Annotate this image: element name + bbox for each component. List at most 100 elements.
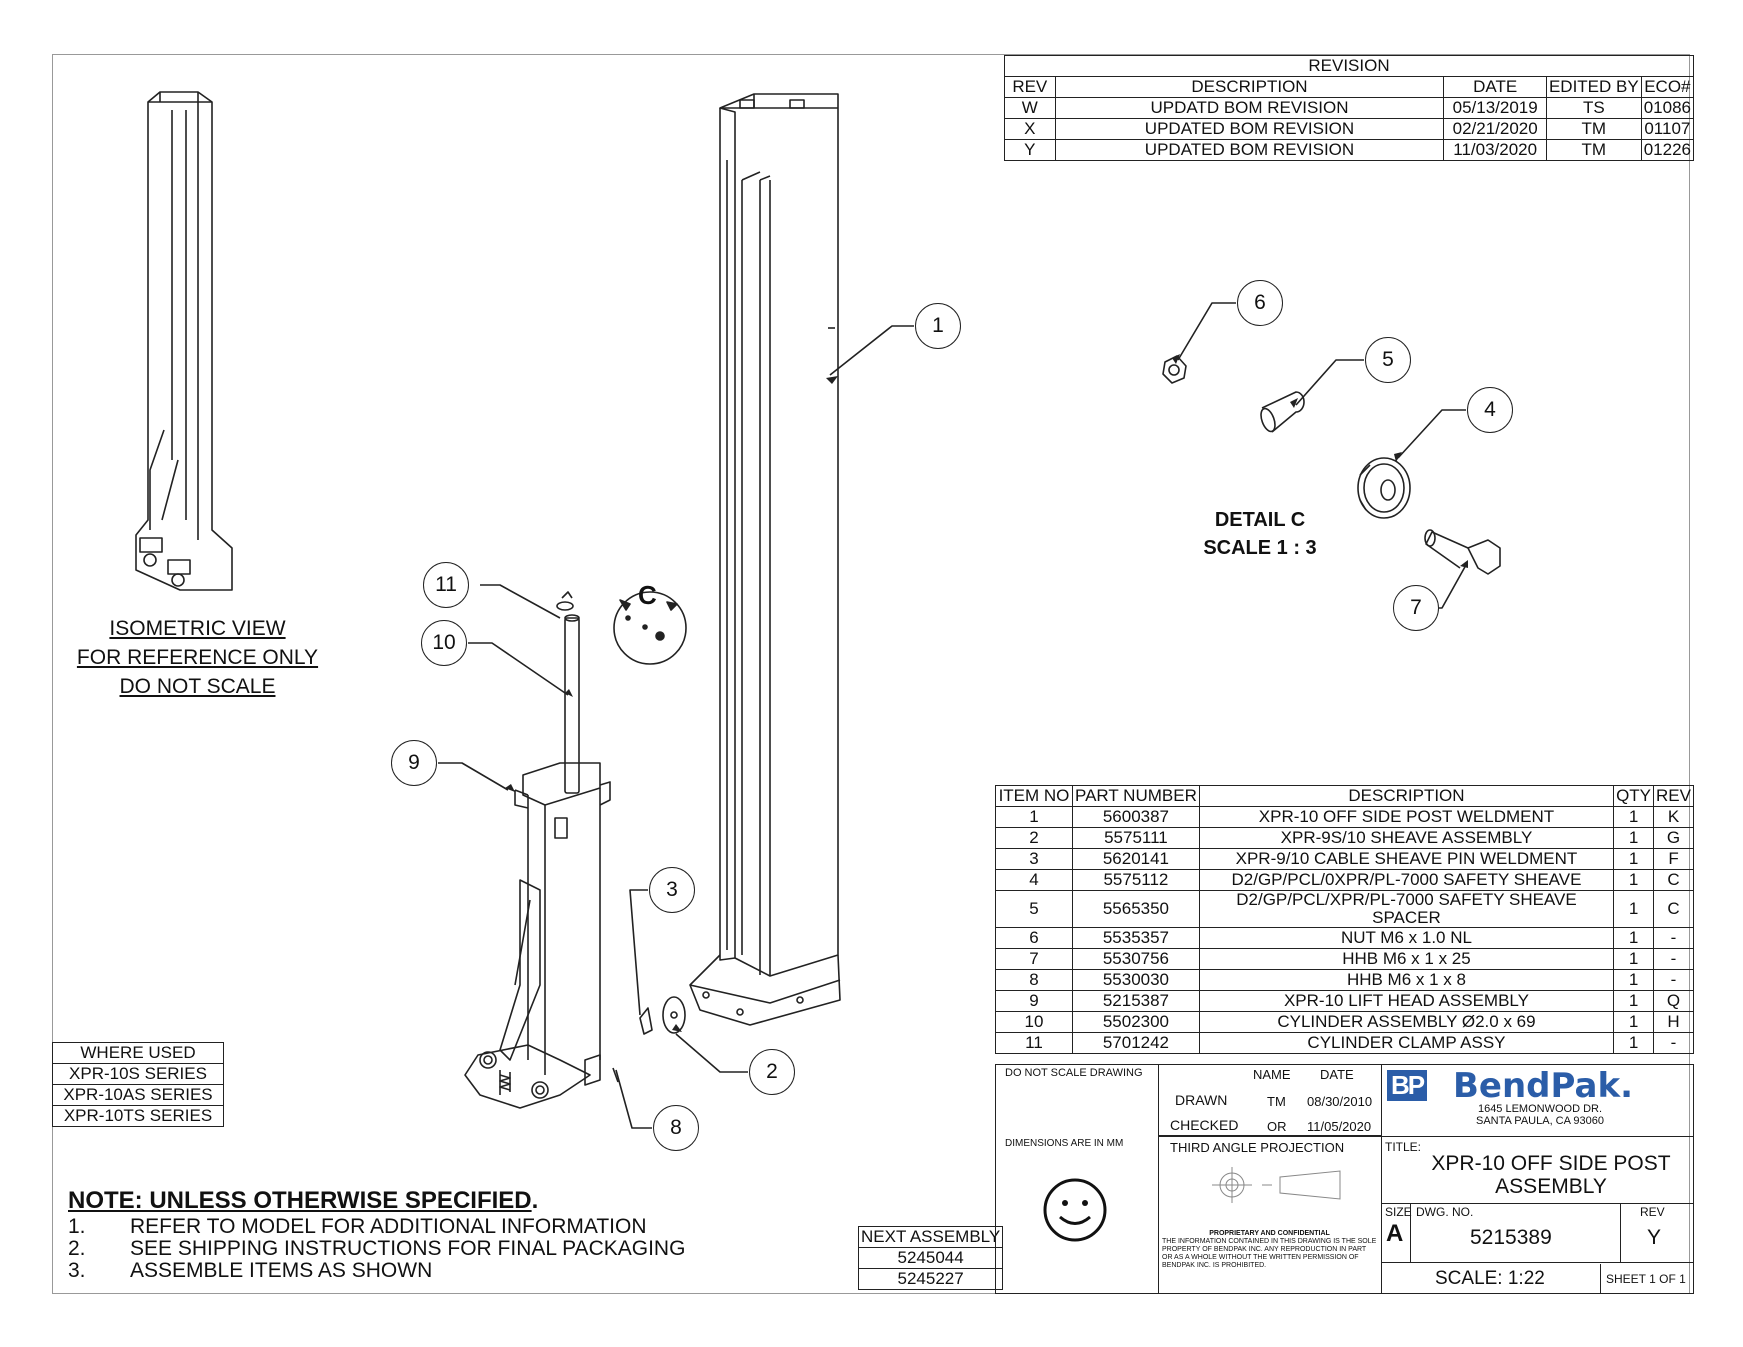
third-angle-projection-icon (1212, 1167, 1341, 1203)
revision-cell: TS (1545, 97, 1642, 119)
bom-cell: 11 (995, 1032, 1073, 1054)
bom-cell: H (1653, 1011, 1694, 1033)
bom-header: DESCRIPTION (1198, 785, 1615, 807)
bom-cell: 5575111 (1072, 827, 1200, 849)
where-used-item: XPR-10AS SERIES (52, 1084, 224, 1106)
where-used-item: XPR-10S SERIES (52, 1063, 224, 1085)
note-text: REFER TO MODEL FOR ADDITIONAL INFORMATIO… (130, 1215, 647, 1238)
bom-cell: 5530030 (1072, 969, 1200, 991)
bendpak-logo: BP BendPak. (1387, 1066, 1687, 1106)
bom-cell: 1 (1613, 927, 1655, 949)
date-label: DATE (1320, 1067, 1354, 1082)
item-balloon: 7 (1393, 585, 1439, 631)
item-balloon: 5 (1365, 337, 1411, 383)
detail-c-label: DETAIL C SCALE 1 : 3 (1180, 506, 1340, 562)
note-number: 2. (68, 1237, 86, 1260)
general-notes: NOTE: UNLESS OTHERWISE SPECIFIED. 1.REFE… (68, 1186, 788, 1282)
revision-cell: 01086 (1640, 97, 1695, 119)
revision-header: DATE (1443, 76, 1547, 98)
title-label: TITLE: (1385, 1140, 1422, 1154)
proprietary-title: PROPRIETARY AND CONFIDENTIAL (1209, 1230, 1330, 1237)
note-number: 1. (68, 1215, 86, 1238)
iso-note-line: ISOMETRIC VIEW (109, 617, 286, 640)
revision-cell: Y (1004, 139, 1056, 161)
bom-cell: 1 (1613, 1032, 1655, 1054)
bom-cell: 5215387 (1072, 990, 1200, 1012)
bom-header: REV (1653, 785, 1694, 807)
item-balloon: 10 (421, 620, 467, 666)
item-balloon: 4 (1467, 387, 1513, 433)
drawn-date: 08/30/2010 (1307, 1094, 1373, 1109)
dwg-no-label: DWG. NO. (1416, 1205, 1474, 1219)
iso-note-line: DO NOT SCALE (119, 675, 276, 698)
bom-cell: XPR-10 OFF SIDE POST WELDMENT (1198, 806, 1615, 828)
smiley-face-icon (1043, 1178, 1107, 1242)
where-used-item: XPR-10TS SERIES (52, 1105, 224, 1127)
revision-cell: TM (1545, 139, 1642, 161)
revision-cell: 11/03/2020 (1443, 139, 1547, 161)
note-item: 2.SEE SHIPPING INSTRUCTIONS FOR FINAL PA… (68, 1238, 788, 1260)
bom-cell: 1 (1613, 969, 1655, 991)
sheet-value: SHEET 1 OF 1 (1606, 1272, 1686, 1286)
bom-cell: 1 (1613, 948, 1655, 970)
bom-cell: 5600387 (1072, 806, 1200, 828)
revision-table: REVISION REV DESCRIPTION DATE EDITED BY … (1004, 55, 1695, 161)
detail-title: DETAIL C (1214, 509, 1306, 531)
sheave-parts (612, 996, 686, 1083)
bom-cell: 9 (995, 990, 1073, 1012)
note-number: 3. (68, 1259, 86, 1282)
item-balloon: 1 (915, 303, 961, 349)
bom-cell: CYLINDER ASSEMBLY Ø2.0 x 69 (1198, 1011, 1615, 1033)
detail-callout-letter: C (638, 580, 657, 610)
address-line: SANTA PAULA, CA 93060 (1476, 1115, 1604, 1127)
bom-cell: D2/GP/PCL/XPR/PL-7000 SAFETY SHEAVE SPAC… (1198, 890, 1615, 928)
name-label: NAME (1253, 1067, 1291, 1082)
bom-cell: 7 (995, 948, 1073, 970)
revision-cell: 01107 (1640, 118, 1695, 140)
bom-cell: 1 (1613, 869, 1655, 891)
bom-cell: 5575112 (1072, 869, 1200, 891)
item-balloon: 6 (1237, 280, 1283, 326)
bom-cell: C (1653, 890, 1694, 928)
next-assembly-item: 5245227 (857, 1268, 1004, 1290)
company-address: 1645 LEMONWOOD DR. SANTA PAULA, CA 93060 (1390, 1103, 1690, 1127)
drawing-title: XPR-10 OFF SIDE POST ASSEMBLY (1420, 1152, 1682, 1198)
rev-label: REV (1640, 1205, 1665, 1219)
bom-cell: 8 (995, 969, 1073, 991)
bom-cell: HHB M6 x 1 x 8 (1198, 969, 1615, 991)
note-text: ASSEMBLE ITEMS AS SHOWN (130, 1259, 433, 1282)
balloon-leaders (438, 302, 1467, 1129)
revision-cell: W (1004, 97, 1056, 119)
notes-title: NOTE: UNLESS OTHERWISE SPECIFIED (68, 1187, 532, 1214)
bom-cell: C (1653, 869, 1694, 891)
bom-header: QTY (1613, 785, 1655, 807)
bom-cell: HHB M6 x 1 x 25 (1198, 948, 1615, 970)
item-balloon: 9 (391, 740, 437, 786)
revision-cell: 01226 (1640, 139, 1695, 161)
drawing-sheet-border (52, 54, 1690, 1294)
proprietary-text: THE INFORMATION CONTAINED IN THIS DRAWIN… (1162, 1238, 1377, 1269)
scale-value: SCALE: 1:22 (1435, 1268, 1545, 1289)
logo-wordmark: BendPak. (1453, 1066, 1633, 1106)
where-used-table: WHERE USED XPR-10S SERIES XPR-10AS SERIE… (52, 1042, 224, 1127)
revision-header: DESCRIPTION (1054, 76, 1445, 98)
revision-header: ECO# (1640, 76, 1695, 98)
main-post-weldment (689, 93, 841, 1026)
bom-cell: 5701242 (1072, 1032, 1200, 1054)
checked-label: CHECKED (1170, 1117, 1239, 1133)
bom-cell: - (1653, 1032, 1694, 1054)
checked-name: OR (1267, 1119, 1287, 1134)
bom-header: PART NUMBER (1072, 785, 1200, 807)
isometric-post-view (135, 91, 233, 591)
dwg-no-value: 5215389 (1470, 1226, 1552, 1249)
